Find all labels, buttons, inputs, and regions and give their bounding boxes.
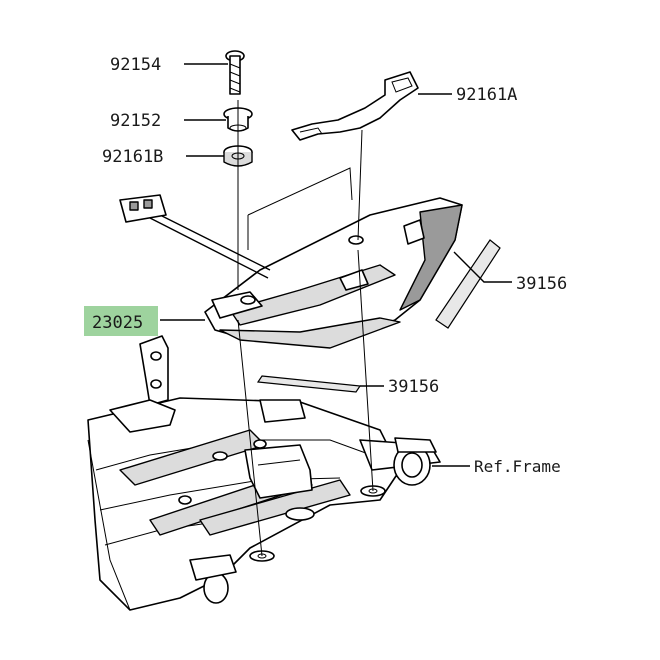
part-labels: 92154 92152 92161B 92161A 23025 39156 39… [84, 55, 567, 476]
label-92161a: 92161A [456, 85, 517, 105]
pad-39156-right [435, 239, 501, 329]
highlight-box [84, 306, 158, 336]
subframe-assembly [87, 335, 441, 611]
label-ref-frame: Ref.Frame [474, 457, 561, 476]
label-23025: 23025 [92, 313, 143, 333]
label-39156-right: 39156 [516, 274, 567, 294]
label-39156-lower: 39156 [388, 377, 439, 397]
label-92152: 92152 [110, 111, 161, 131]
pad-39156-lower [256, 375, 362, 393]
label-92161b: 92161B [102, 147, 163, 167]
bolt-92154 [225, 50, 245, 95]
bracket-92161a [291, 71, 419, 141]
label-92154: 92154 [110, 55, 161, 75]
tail-light-assembly [119, 194, 463, 349]
assembly-lines [237, 100, 374, 557]
leader-lines [160, 63, 512, 467]
